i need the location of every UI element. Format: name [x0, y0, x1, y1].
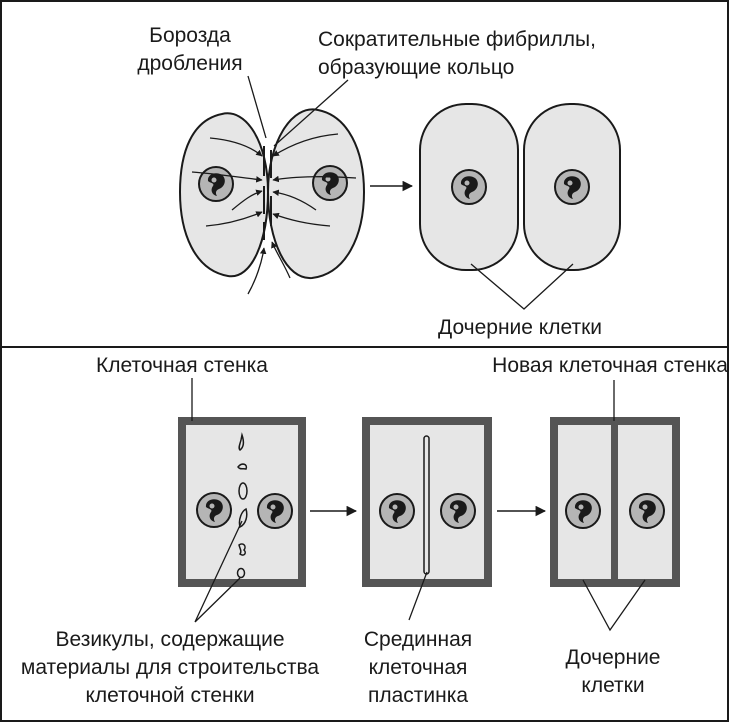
vesicles-label-line2: материалы для строительства: [21, 656, 320, 679]
daughter-leader: [471, 264, 573, 309]
nucleus-icon: [258, 494, 292, 528]
new-cell-wall: [611, 421, 618, 583]
nucleus-icon: [313, 166, 347, 200]
cell-plate: [424, 436, 429, 574]
wall-label: Клеточная стенка: [96, 354, 268, 377]
plate-label-line1: Срединная: [364, 628, 472, 651]
plant-cell-with-vesicles: [182, 421, 302, 583]
plant-daughter-label-line2: клетки: [581, 674, 644, 697]
nucleus-icon: [566, 494, 600, 528]
nucleus-icon: [380, 494, 414, 528]
nucleus-icon: [199, 167, 233, 201]
animal-cytokinesis-panel: Борозда дробления Сократительные фибрилл…: [137, 24, 620, 339]
furrow-label-line1: Борозда: [149, 24, 231, 47]
plate-label-line2: клеточная: [369, 656, 468, 679]
vesicles-label-line3: клеточной стенки: [85, 684, 254, 707]
plant-daughter-cells: [554, 421, 676, 583]
plant-daughter-label-line1: Дочерние: [566, 646, 661, 669]
dividing-animal-cell: [180, 109, 364, 294]
vesicle: [238, 464, 246, 469]
plant-cytokinesis-panel: Клеточная стенка Новая клеточная стенка …: [21, 354, 728, 707]
animal-daughter-label: Дочерние клетки: [438, 316, 602, 339]
fibrils-label-line2: образующие кольцо: [318, 56, 514, 79]
nucleus-icon: [441, 494, 475, 528]
nucleus-icon: [555, 170, 589, 204]
plant-daughter-leader: [583, 580, 645, 630]
animal-daughter-cells: [420, 104, 620, 270]
new-wall-label: Новая клеточная стенка: [492, 354, 728, 377]
plate-label-line3: пластинка: [368, 684, 468, 707]
nucleus-icon: [197, 493, 231, 527]
plant-cell-with-plate: [366, 421, 488, 583]
nucleus-icon: [452, 170, 486, 204]
furrow-label-line2: дробления: [137, 52, 242, 75]
fibrils-label-line1: Сократительные фибриллы,: [318, 28, 596, 51]
vesicle: [239, 483, 247, 499]
nucleus-icon: [630, 494, 664, 528]
vesicle: [238, 569, 245, 578]
vesicle: [239, 544, 245, 555]
vesicles-label-line1: Везикулы, содержащие: [55, 628, 284, 651]
